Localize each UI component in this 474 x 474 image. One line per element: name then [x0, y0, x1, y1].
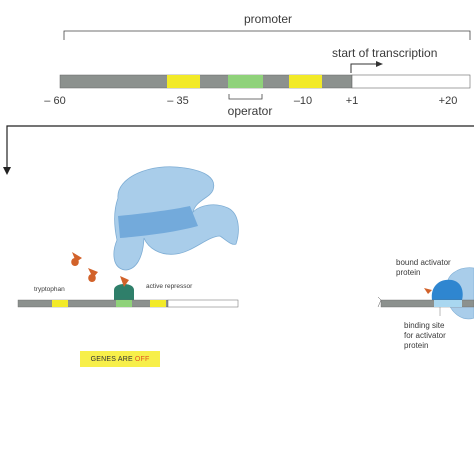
- position-minus-60: – 60: [44, 95, 65, 107]
- genes-off-banner: GENES ARE OFF: [80, 351, 160, 367]
- transcription-start-arrow: [350, 61, 383, 73]
- dna-strand-left: [17, 299, 239, 308]
- connector-arrow: [3, 125, 474, 175]
- active-repressor-label: active repressor: [146, 283, 193, 290]
- binding-site-label-line1: binding site: [404, 321, 445, 330]
- bound-activator-label-line2: protein: [396, 268, 420, 277]
- minus-10-box: [289, 75, 322, 88]
- promoter-bracket: [63, 30, 471, 40]
- bound-activator-protein: [424, 279, 463, 300]
- position-minus-10: –10: [294, 95, 312, 107]
- position-plus-1: +1: [346, 95, 359, 107]
- minus-35-box: [167, 75, 200, 88]
- bound-activator-label-line1: bound activator: [396, 258, 451, 267]
- binding-site-label-line3: protein: [404, 341, 428, 350]
- banner-state: OFF: [134, 355, 150, 363]
- position-minus-35: – 35: [167, 95, 188, 107]
- operator-bracket: [228, 94, 263, 100]
- tryptophan-icon: [71, 252, 98, 282]
- operator-region: [228, 75, 263, 88]
- banner-prefix: GENES ARE: [90, 355, 133, 363]
- start-of-transcription-label: start of transcription: [332, 46, 437, 60]
- operator-label: operator: [228, 104, 273, 118]
- active-repressor-icon: [114, 276, 134, 300]
- promoter-label: promoter: [244, 12, 292, 26]
- dna-strand-top: [59, 74, 471, 89]
- position-plus-20: +20: [439, 95, 458, 107]
- dna-strand-right: [377, 296, 474, 308]
- rna-polymerase: [113, 166, 239, 271]
- binding-site-label-line2: for activator: [404, 331, 446, 340]
- tryptophan-label: tryptophan: [34, 286, 65, 293]
